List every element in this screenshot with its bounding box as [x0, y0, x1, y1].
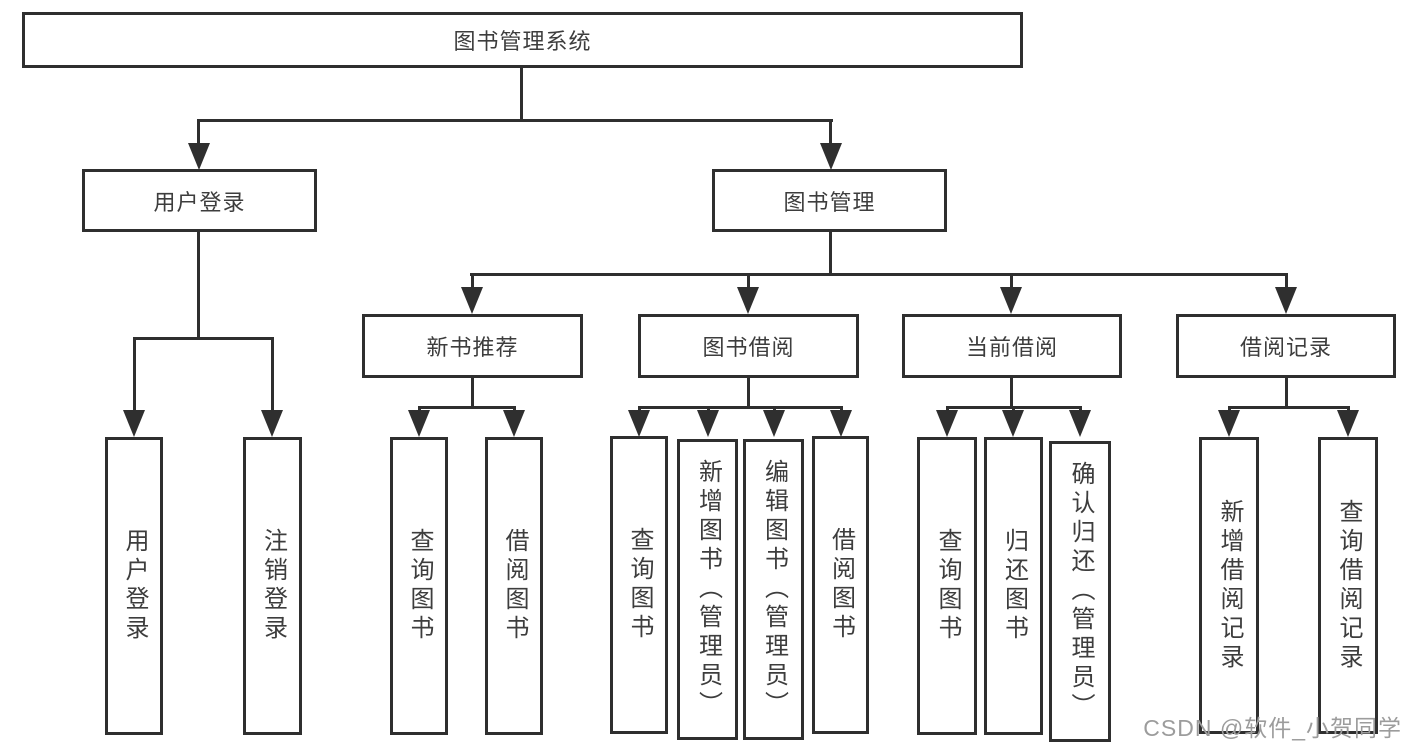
- connector-line: [747, 273, 750, 289]
- arrow-down-icon: [261, 410, 283, 437]
- connector-line: [471, 377, 474, 408]
- node-borrowing-records: 借阅记录: [1176, 314, 1396, 378]
- leaf-label: 用户登录: [121, 528, 148, 644]
- node-label: 图书管理系统: [453, 29, 592, 54]
- connector-line: [133, 337, 136, 412]
- leaf-return-books: 归还图书: [984, 437, 1043, 735]
- leaf-label: 借阅图书: [501, 528, 528, 644]
- node-user-login: 用户登录: [82, 169, 317, 232]
- leaf-label: 查询借阅记录: [1335, 498, 1362, 673]
- connector-line: [747, 377, 750, 408]
- connector-line: [1228, 406, 1349, 409]
- arrow-down-icon: [628, 410, 650, 437]
- connector-line: [638, 406, 842, 409]
- connector-line: [271, 337, 274, 412]
- arrow-down-icon: [830, 410, 852, 437]
- connector-line: [197, 119, 200, 147]
- node-current-borrowing: 当前借阅: [902, 314, 1122, 378]
- connector-line: [1285, 273, 1288, 289]
- arrow-down-icon: [1000, 287, 1022, 314]
- leaf-logout: 注销登录: [243, 437, 302, 735]
- leaf-label: 查询图书: [934, 528, 961, 644]
- connector-line: [418, 406, 516, 409]
- arrow-down-icon: [1275, 287, 1297, 314]
- connector-line: [1010, 273, 1013, 289]
- node-label: 用户登录: [153, 189, 246, 215]
- arrow-down-icon: [1337, 410, 1359, 437]
- leaf-label: 查询图书: [626, 527, 653, 643]
- csdn-watermark: CSDN @软件_小贺同学: [1143, 715, 1402, 741]
- leaf-borrow-books-borrowing: 借阅图书: [812, 436, 869, 734]
- node-book-management: 图书管理: [712, 169, 947, 232]
- node-book-borrowing: 图书借阅: [638, 314, 859, 378]
- connector-line: [471, 273, 474, 289]
- leaf-label: 新增图书（管理员）: [694, 459, 722, 720]
- leaf-user-login: 用户登录: [105, 437, 163, 735]
- node-label: 当前借阅: [965, 335, 1058, 360]
- leaf-label: 编辑图书（管理员）: [760, 459, 788, 720]
- arrow-down-icon: [1002, 410, 1024, 437]
- connector-line: [1010, 377, 1013, 408]
- arrow-down-icon: [408, 410, 430, 437]
- node-new-book-recommendation: 新书推荐: [362, 314, 583, 378]
- connector-line: [197, 119, 833, 122]
- leaf-label: 注销登录: [259, 528, 287, 644]
- leaf-label: 查询图书: [406, 528, 433, 644]
- connector-line: [470, 273, 1287, 276]
- leaf-edit-books-admin: 编辑图书（管理员）: [743, 439, 804, 740]
- arrow-down-icon: [763, 410, 785, 437]
- leaf-label: 借阅图书: [827, 527, 855, 643]
- leaf-query-books-borrowing: 查询图书: [610, 436, 668, 734]
- leaf-confirm-return-admin: 确认归还（管理员）: [1049, 441, 1111, 742]
- leaf-add-books-admin: 新增图书（管理员）: [677, 439, 738, 740]
- leaf-borrow-books-recommend: 借阅图书: [485, 437, 543, 735]
- connector-line: [520, 67, 523, 120]
- leaf-query-books-current: 查询图书: [917, 437, 977, 735]
- connector-line: [829, 231, 832, 275]
- connector-line: [197, 231, 200, 338]
- arrow-down-icon: [123, 410, 145, 437]
- arrow-down-icon: [188, 143, 210, 170]
- connector-line: [829, 119, 832, 147]
- node-root-library-system: 图书管理系统: [22, 12, 1023, 68]
- leaf-label: 新增借阅记录: [1216, 498, 1243, 673]
- node-label: 新书推荐: [426, 335, 519, 360]
- node-label: 图书管理: [783, 189, 876, 215]
- connector-line: [1285, 377, 1288, 408]
- leaf-query-borrow-record: 查询借阅记录: [1318, 437, 1378, 734]
- arrow-down-icon: [461, 287, 483, 314]
- node-label: 借阅记录: [1239, 335, 1332, 360]
- leaf-add-borrow-record: 新增借阅记录: [1199, 437, 1259, 734]
- arrow-down-icon: [697, 410, 719, 437]
- arrow-down-icon: [936, 410, 958, 437]
- arrow-down-icon: [737, 287, 759, 314]
- arrow-down-icon: [1218, 410, 1240, 437]
- leaf-label: 归还图书: [1000, 528, 1028, 644]
- leaf-label: 确认归还（管理员）: [1067, 461, 1094, 722]
- connector-line: [133, 337, 274, 340]
- arrow-down-icon: [820, 143, 842, 170]
- node-label: 图书借阅: [702, 335, 795, 360]
- leaf-query-books-recommend: 查询图书: [390, 437, 448, 735]
- arrow-down-icon: [503, 410, 525, 437]
- arrow-down-icon: [1069, 410, 1091, 437]
